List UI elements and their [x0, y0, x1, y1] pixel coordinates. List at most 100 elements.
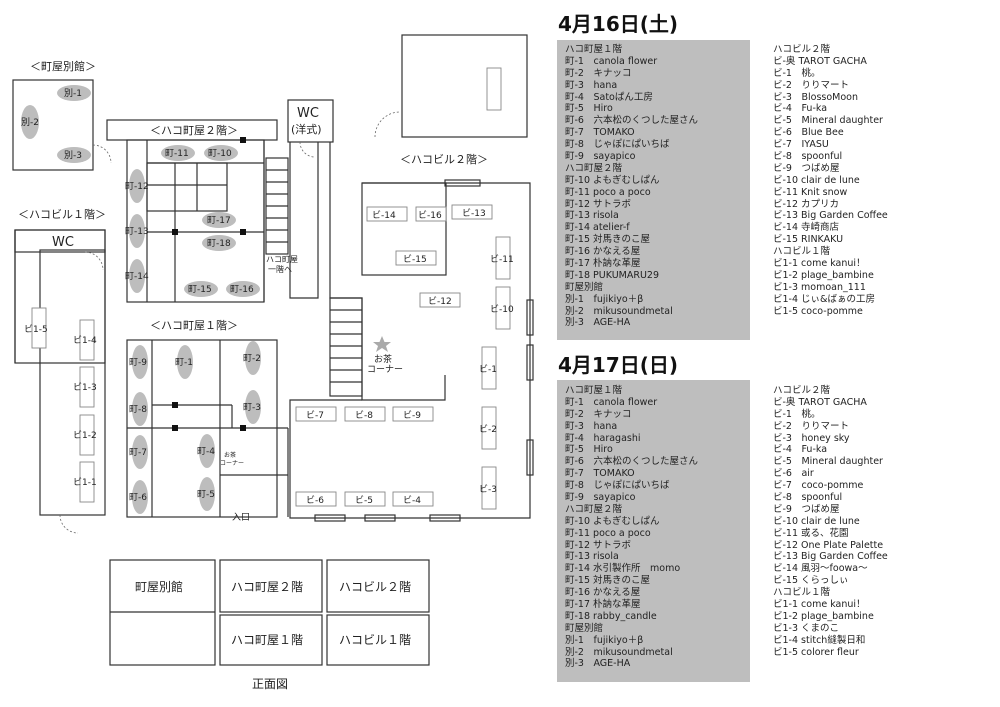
stairs-note-1: ハコ町屋 — [266, 255, 298, 264]
vendor-list-item: 別-2 mikusoundmetal — [565, 305, 673, 317]
vendor-list-item: ビ-6 air — [773, 468, 814, 480]
wc-western-sub: (洋式) — [291, 122, 322, 136]
booth-p11: ビ-11 — [490, 254, 514, 265]
vendor-list-item: 町-11 poco a poco — [565, 186, 651, 198]
vendor-list-item: 町-1 canola flower — [565, 55, 658, 67]
vendor-list-item: 町-5 Hiro — [565, 444, 613, 456]
label-hako-bldg-1f: ＜ハコビル１階＞ — [18, 207, 106, 221]
vendor-list-item: ビ-15 RINKAKU — [773, 234, 844, 246]
entrance-label: 入口 — [232, 512, 250, 523]
tea-corner-small-2: コーナー — [220, 460, 244, 467]
vendor-list-item: ビ-7 coco-pomme — [773, 480, 864, 492]
label-hako-machiya-1f: ＜ハコ町屋１階＞ — [150, 318, 238, 332]
vendor-list-item: ビ-8 spoonful — [773, 492, 843, 504]
vendor-list-item: 別-1 fujikiyo＋β — [565, 634, 644, 646]
vendor-list-item: ハコビル１階 — [773, 246, 831, 258]
vendor-list-item: 町-18 rabby_candle — [565, 610, 657, 622]
booth-m16: 町-16 — [230, 285, 254, 295]
front-cell-machiya-1f: ハコ町屋１階 — [231, 632, 303, 647]
vendor-list-item: 町-12 サトラボ — [565, 539, 632, 551]
wc-left-label: WC — [52, 235, 74, 250]
booth-q2: ビ1-2 — [73, 430, 97, 441]
vendor-list-item: 町-1 canola flower — [565, 396, 658, 408]
vendor-list-item: ビ1-3 momoan_111 — [773, 281, 866, 293]
vendor-list-item: ビ-15 くらっしぃ — [773, 575, 849, 587]
vendor-list-item: 町-10 よもぎむしぱん — [565, 174, 660, 186]
label-machiya-annex: ＜町屋別館＞ — [30, 59, 96, 73]
booth-m14: 町-14 — [125, 272, 149, 282]
booth-m7: 町-7 — [129, 448, 147, 458]
vendor-list-item: ビ-12 カプリカ — [773, 198, 840, 210]
vendor-list-item: 町-16 かなえる屋 — [565, 246, 641, 258]
vendor-list-item: 町-17 朴訥な革屋 — [565, 258, 641, 270]
vendor-list-item: ハコビル１階 — [773, 587, 831, 599]
booth-m15: 町-15 — [188, 285, 212, 295]
vendor-list-item: ビ-12 One Plate Palette — [773, 539, 884, 551]
vendor-list-item: ハコ町屋１階 — [565, 385, 623, 396]
vendor-list-item: ビ-2 りりマート — [773, 79, 849, 91]
label-hako-machiya-2f: ＜ハコ町屋２階＞ — [150, 123, 238, 137]
booth-m1: 町-1 — [175, 358, 193, 368]
vendor-list-item: ハコビル２階 — [773, 385, 831, 396]
booth-m18: 町-18 — [207, 239, 231, 249]
vendor-list-item: 町-15 対馬きのこ屋 — [565, 575, 651, 587]
tea-corner-label-1: お茶 — [374, 353, 392, 365]
front-cell-bldg-2f: ハコビル２階 — [339, 579, 411, 594]
vendor-list-item: 町-17 朴訥な革屋 — [565, 599, 641, 611]
vendor-list-item: ビ-13 Big Garden Coffee — [773, 210, 888, 222]
vendor-list-item: ビ-4 Fu-ka — [773, 103, 828, 115]
booth-q3: ビ1-3 — [73, 382, 97, 393]
vendor-list-item: ビ-3 honey sky — [773, 432, 850, 444]
tea-corner-small-1: お茶 — [224, 451, 236, 459]
vendor-list-item: ビ-5 Mineral daughter — [773, 115, 883, 127]
stairs-building — [329, 297, 363, 397]
vendor-list-item: 町-6 六本松のくつした屋さん — [565, 115, 698, 127]
booth-m3: 町-3 — [243, 403, 261, 413]
vendor-list-item: ビ-6 Blue Bee — [773, 127, 844, 139]
vendor-list-item: 町-16 かなえる屋 — [565, 587, 641, 599]
vendor-list-item: ビ1-4 じぃ&ばぁの工房 — [773, 293, 875, 305]
vendor-list-item: ビ1-1 come kanui！ — [773, 599, 866, 611]
vendor-list-item: 町-7 TOMAKO — [565, 468, 635, 480]
vendor-list-item: 町-7 TOMAKO — [565, 127, 635, 139]
vendor-list-item: 町屋別館 — [565, 281, 604, 293]
vendor-list-item: ビ-11 Knit snow — [773, 186, 848, 198]
booth-p7: ビ-7 — [306, 410, 324, 421]
vendor-list-item: 町-5 Hiro — [565, 103, 613, 115]
vendor-list-item: ビ-3 BlossoMoon — [773, 91, 858, 103]
vendor-list-item: 町-9 sayapico — [565, 151, 636, 163]
vendor-list-item: 町-4 Satoぱん工房 — [565, 91, 653, 103]
vendor-list-item: ビ1-5 coco-pomme — [773, 305, 863, 317]
vendor-list-item: ビ1-4 stitch縫製日和 — [773, 634, 866, 646]
vendor-list-item: 町-2 キナッコ — [565, 67, 632, 79]
vendor-list-item: ハコビル２階 — [773, 44, 831, 55]
wc-western-room — [287, 99, 334, 143]
vendor-list-item: ビ-1 桃。 — [773, 408, 821, 420]
booth-q1: ビ1-1 — [73, 477, 97, 488]
annex-room — [12, 79, 94, 171]
booth-m13: 町-13 — [125, 227, 149, 237]
vendor-list-item: ビ1-5 colorer fleur — [773, 646, 859, 658]
stairs-note-2: 一階へ — [268, 264, 292, 274]
vendor-list-item: ビ-8 spoonful — [773, 151, 843, 163]
vendor-list-item: 別-2 mikusoundmetal — [565, 646, 673, 658]
booth-b1: 別-1 — [64, 88, 82, 99]
back-room — [401, 34, 528, 138]
vendor-list-item: ビ-7 IYASU — [773, 139, 829, 151]
vendor-list-item: 別-3 AGE-HA — [565, 317, 631, 329]
vendor-list-item: 町-13 risola — [565, 210, 619, 222]
booth-b2: 別-2 — [21, 117, 39, 128]
booth-m2: 町-2 — [243, 354, 261, 364]
vendor-list-item: 町-18 PUKUMARU29 — [565, 269, 659, 281]
vendor-list-item: 町-10 よもぎむしぱん — [565, 515, 660, 527]
booth-p1: ビ-1 — [479, 364, 497, 375]
vendor-list-item: 町-2 キナッコ — [565, 408, 632, 420]
vendor-list-item: ビ1-2 plage_bambine — [773, 610, 874, 622]
day1-list-box — [557, 40, 750, 340]
vendor-list-item: 町-9 sayapico — [565, 492, 636, 504]
vendor-list-item: ハコ町屋２階 — [565, 503, 623, 515]
